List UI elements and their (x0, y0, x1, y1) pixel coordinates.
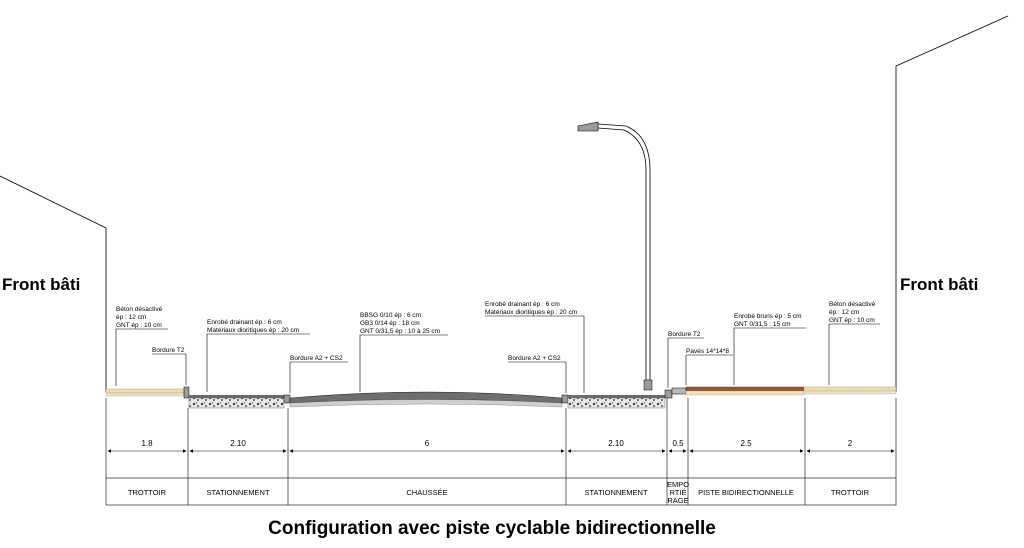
dimension-table: 1.8 2.10 6 2.10 0.5 2.5 2 TROTTOIR STATI… (105, 398, 897, 506)
left-sidewalk-surface (105, 388, 185, 394)
bike-lane-base (685, 390, 805, 396)
page-title: Configuration avec piste cyclable bidire… (268, 518, 716, 539)
svg-text:GNT ép : 10 cm: GNT ép : 10 cm (829, 317, 875, 324)
svg-text:GB3 0/14 ép : 18 cm: GB3 0/14 ép : 18 cm (360, 320, 420, 327)
right-parking-surface (568, 395, 665, 398)
right-parking-base (567, 397, 666, 409)
svg-text:Béton désactivé: Béton désactivé (116, 306, 163, 313)
dim-stationnement-left: 2.10 (230, 439, 246, 448)
svg-text:GNT 0/31,5 ép : 10 à 25 cm: GNT 0/31,5 ép : 10 à 25 cm (360, 328, 440, 335)
left-sidewalk-base (105, 392, 185, 397)
right-building-outline (895, 15, 1009, 392)
zone-trottoir-right: TROTTOIR (831, 488, 870, 497)
front-bati-left: Front bâti (2, 275, 80, 294)
zone-stationnement-left: STATIONNEMENT (206, 488, 269, 497)
left-curb-a2 (283, 394, 291, 404)
dim-trottoir-left: 1.8 (141, 439, 153, 448)
annotation-bordure-t2-left: Bordure T2 (152, 347, 187, 385)
annotation-trottoir-left: Béton désactivé ép : 12 cm GNT ép : 10 c… (115, 306, 168, 386)
zone-chaussee: CHAUSSÉE (406, 488, 447, 497)
svg-text:Enrobé bruns ép : 5 cm: Enrobé bruns ép : 5 cm (734, 313, 802, 320)
svg-text:Bordure A2 + CS2: Bordure A2 + CS2 (508, 355, 561, 362)
svg-text:Bordure T2: Bordure T2 (668, 331, 701, 338)
svg-text:ép : 12 cm: ép : 12 cm (116, 314, 146, 321)
emprise-strip (664, 389, 673, 399)
annotation-piste: Enrobé bruns ép : 5 cm GNT 0/31,5 : 15 c… (733, 313, 806, 385)
roadway-base (289, 399, 563, 408)
dim-trottoir-right: 2 (848, 439, 853, 448)
dim-chaussee: 6 (425, 439, 430, 448)
left-curb-t2 (183, 386, 190, 399)
svg-text:Matériaux dioritiques ép : 20: Matériaux dioritiques ép : 20 cm (485, 309, 577, 316)
dim-emprise: 0.5 (672, 439, 684, 448)
annotation-bordure-a2-right: Bordure A2 + CS2 (508, 355, 567, 393)
annotation-stationnement-left: Enrobé drainant ép : 6 cm Matériaux dior… (206, 319, 310, 392)
svg-text:GNT ép : 10 cm: GNT ép : 10 cm (116, 322, 162, 329)
svg-text:GNT 0/31,5 : 15 cm: GNT 0/31,5 : 15 cm (734, 321, 791, 328)
annotation-paves: Pavés 14*14*8 (685, 348, 733, 385)
right-curb-a2 (561, 394, 569, 404)
annotation-chaussee: BBSG 0/10 ép : 6 cm GB3 0/14 ép : 18 cm … (359, 312, 448, 392)
svg-text:ép : 12 cm: ép : 12 cm (829, 309, 859, 316)
left-parking-surface (189, 395, 284, 398)
front-bati-right: Front bâti (900, 275, 978, 294)
zone-emprise-1: EMPO (667, 480, 689, 489)
street-lamp-icon (577, 121, 653, 391)
zone-piste: PISTE BIDIRECTIONNELLE (698, 488, 794, 497)
svg-text:Pavés 14*14*8: Pavés 14*14*8 (686, 348, 729, 355)
left-building-outline (0, 175, 107, 392)
svg-text:Enrobé drainant ép : 6 cm: Enrobé drainant ép : 6 cm (207, 319, 282, 326)
svg-text:Bordure A2 + CS2: Bordure A2 + CS2 (290, 355, 343, 362)
zone-emprise-3: RAGE (667, 496, 688, 505)
annotation-trottoir-right: Béton désactivé ép : 12 cm GNT ép : 10 c… (828, 301, 880, 385)
right-curb-t2 (671, 387, 687, 395)
zone-emprise-2: RTIÉ (670, 488, 687, 497)
zone-stationnement-right: STATIONNEMENT (584, 488, 647, 497)
svg-text:Bordure T2: Bordure T2 (152, 347, 185, 354)
right-sidewalk-surface (803, 386, 897, 392)
svg-text:Béton désactivé: Béton désactivé (829, 301, 876, 308)
annotation-bordure-a2-left: Bordure A2 + CS2 (289, 355, 348, 393)
left-parking-base (188, 397, 285, 409)
annotation-stationnement-right: Enrobé drainant ép : 6 cm Matériaux dior… (485, 301, 585, 393)
bike-lane-surface (685, 386, 805, 392)
svg-text:Matériaux dioritiques ép : 20: Matériaux dioritiques ép : 20 cm (207, 327, 299, 334)
svg-text:Enrobé drainant ép : 6 cm: Enrobé drainant ép : 6 cm (485, 301, 560, 308)
svg-text:BBSG 0/10 ép : 6 cm: BBSG 0/10 ép : 6 cm (360, 312, 421, 319)
zone-trottoir-left: TROTTOIR (128, 488, 167, 497)
dim-stationnement-right: 2.10 (608, 439, 624, 448)
dim-piste: 2.5 (740, 439, 752, 448)
right-sidewalk-base (803, 390, 897, 395)
annotation-bordure-t2-right: Bordure T2 (667, 331, 704, 388)
